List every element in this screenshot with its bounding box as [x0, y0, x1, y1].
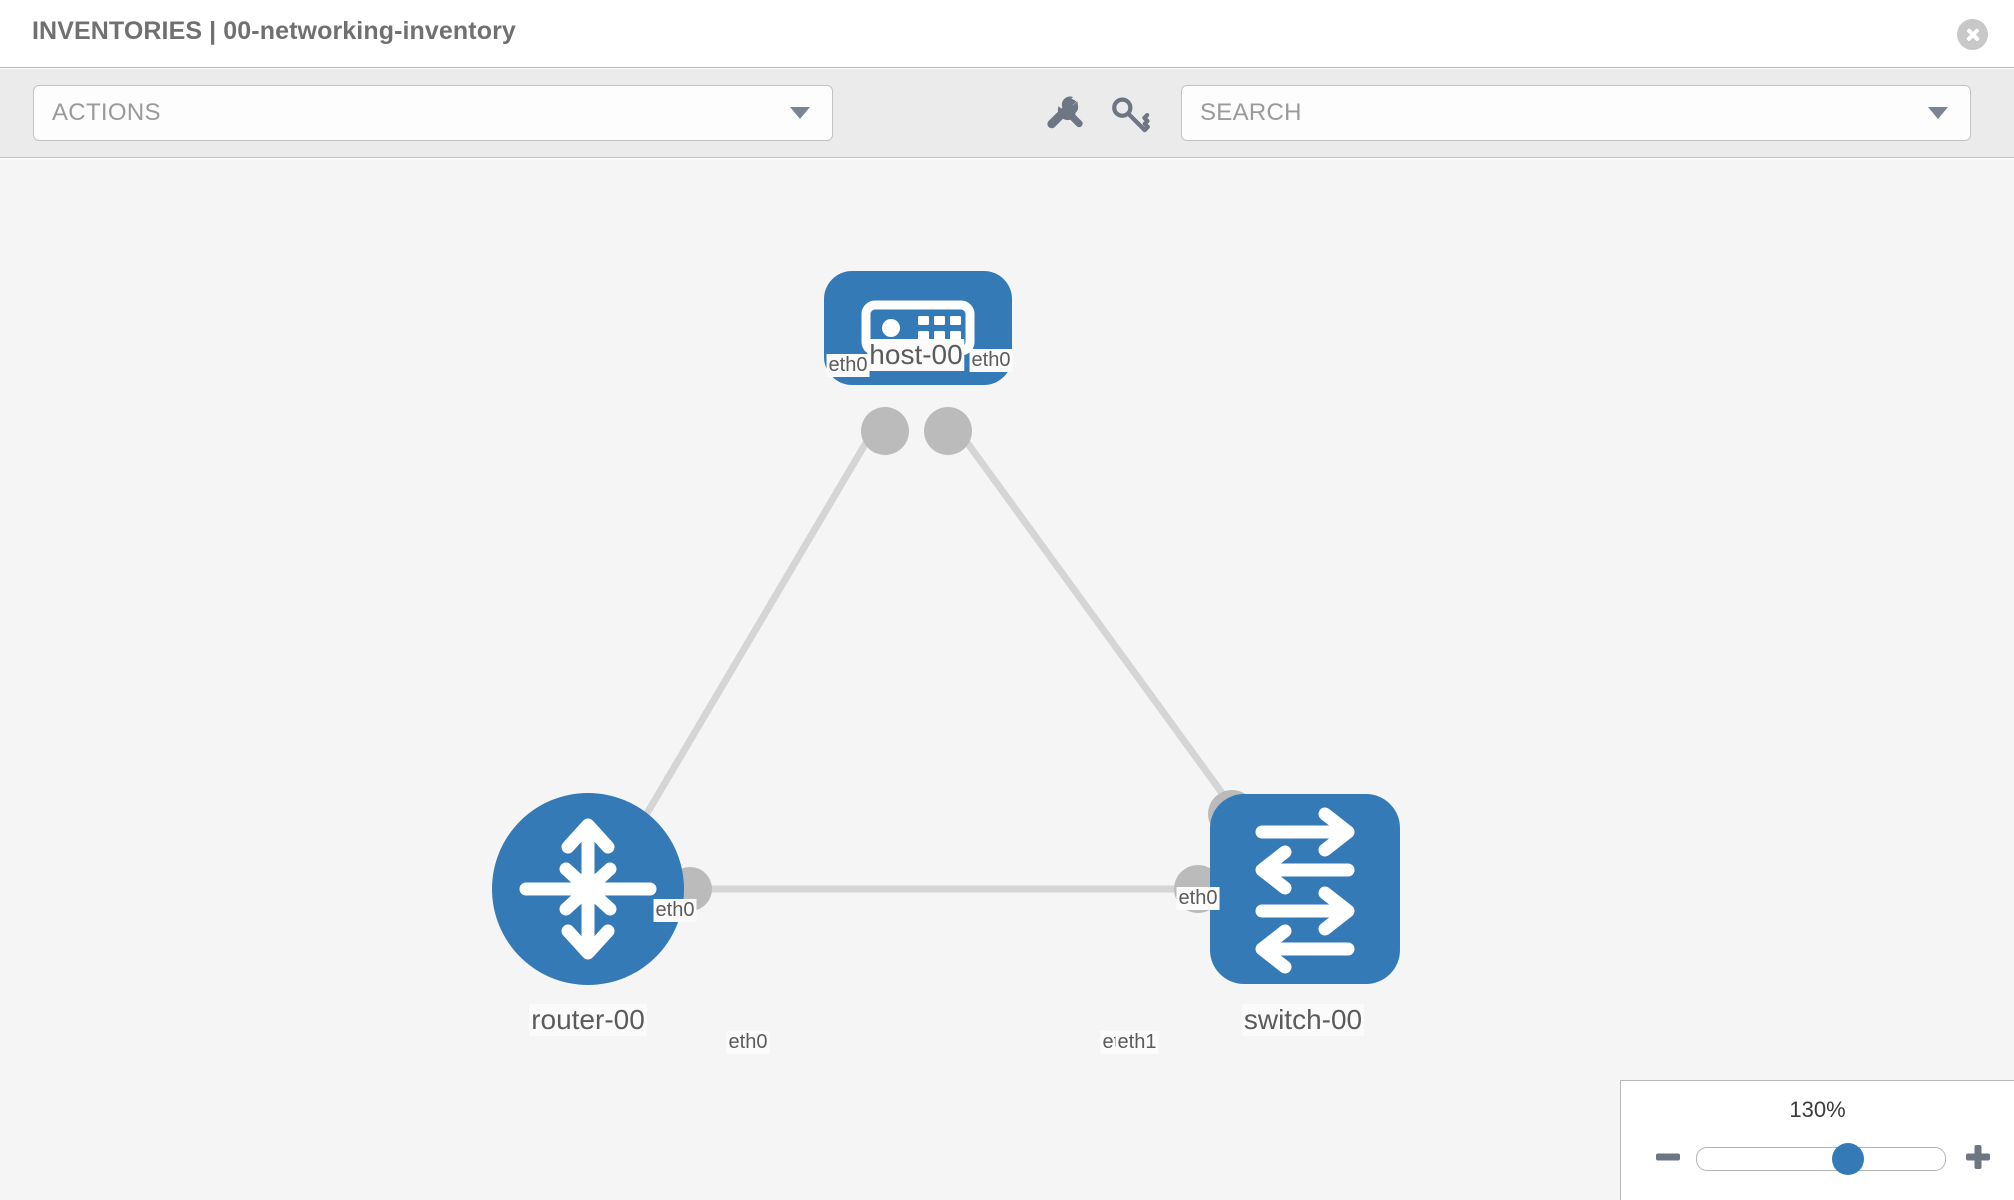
zoom-level-value: 130% — [1789, 1097, 1846, 1122]
zoom-slider-track[interactable] — [1696, 1143, 1946, 1175]
toolbar: ACTIONS SEARCH — [0, 69, 2014, 158]
zoom-out-button[interactable] — [1654, 1143, 1682, 1171]
edge-label-switch-up: eth0 — [1176, 887, 1220, 910]
zoom-in-button[interactable] — [1964, 1143, 1992, 1171]
actions-dropdown-label: ACTIONS — [52, 99, 161, 126]
topology-graph — [492, 271, 1400, 985]
topology-canvas[interactable]: host-00 router-00 switch-00 eth0 eth0 et… — [0, 159, 2014, 1200]
node-label-switch-00: switch-00 — [1241, 1004, 1365, 1036]
edge-layer — [616, 416, 1273, 893]
page-title: INVENTORIES | 00-networking-inventory — [32, 17, 516, 45]
connector-host-left — [861, 407, 909, 455]
edge-host-router — [616, 417, 884, 861]
connector-layer — [598, 407, 1256, 913]
edge-label-router-right: eth0 — [726, 1031, 770, 1054]
key-icon[interactable] — [1109, 93, 1151, 135]
search-placeholder: SEARCH — [1200, 99, 1302, 126]
connector-host-right — [924, 407, 972, 455]
node-label-router-00: router-00 — [529, 1004, 647, 1036]
chevron-down-icon — [1928, 107, 1948, 119]
edge-host-switch — [947, 416, 1273, 862]
edge-label-switch-left: eth1 — [1115, 1031, 1159, 1054]
chevron-down-icon — [790, 107, 810, 119]
page-header: INVENTORIES | 00-networking-inventory — [0, 0, 2014, 68]
wrench-icon[interactable] — [1041, 93, 1083, 135]
zoom-control-panel: 130% — [1620, 1080, 2014, 1200]
edge-label-host-right: eth0 — [969, 349, 1013, 372]
zoom-slider-thumb[interactable] — [1832, 1143, 1865, 1175]
node-router-00 — [492, 793, 684, 985]
zoom-slider-row — [1621, 1133, 2014, 1183]
edge-label-host-left: eth0 — [826, 354, 870, 377]
node-switch-00 — [1210, 794, 1400, 984]
node-label-host-00: host-00 — [867, 339, 965, 371]
search-input[interactable]: SEARCH — [1181, 85, 1971, 141]
actions-dropdown[interactable]: ACTIONS — [33, 85, 833, 141]
edge-label-router-up: eth0 — [653, 899, 697, 922]
close-icon[interactable] — [1957, 19, 1988, 50]
